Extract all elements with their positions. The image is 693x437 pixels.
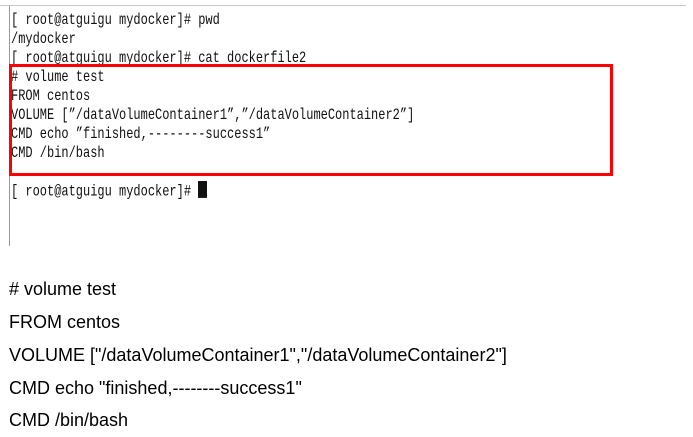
text-line: FROM centos <box>9 312 121 332</box>
text-line: CMD /bin/bash <box>9 410 129 430</box>
text-line: VOLUME ["/dataVolumeContainer1","/dataVo… <box>9 345 507 365</box>
terminal-line: [ root@atguigu mydocker]# pwd <box>11 11 220 30</box>
text-cursor <box>198 181 208 198</box>
terminal-line: VOLUME [”/dataVolumeContainer1”,”/dataVo… <box>11 106 415 125</box>
terminal-line: [ root@atguigu mydocker]# cat dockerfile… <box>11 49 307 68</box>
terminal-line: CMD echo ”finished,--------success1” <box>11 125 271 144</box>
terminal-prompt-line[interactable]: [ root@atguigu mydocker]# <box>11 181 208 201</box>
terminal-screenshot: [ root@atguigu mydocker]# pwd /mydocker … <box>0 5 686 246</box>
text-line: CMD echo "finished,--------success1" <box>9 378 302 398</box>
top-border <box>0 5 686 6</box>
prompt: [ root@atguigu mydocker]# <box>11 182 199 201</box>
terminal-line: CMD /bin/bash <box>11 144 105 163</box>
terminal-line: # volume test <box>11 68 105 87</box>
text-line: # volume test <box>9 279 117 299</box>
terminal-line: FROM centos <box>11 87 91 106</box>
terminal-line: /mydocker <box>11 30 76 49</box>
highlight-box <box>9 64 613 176</box>
